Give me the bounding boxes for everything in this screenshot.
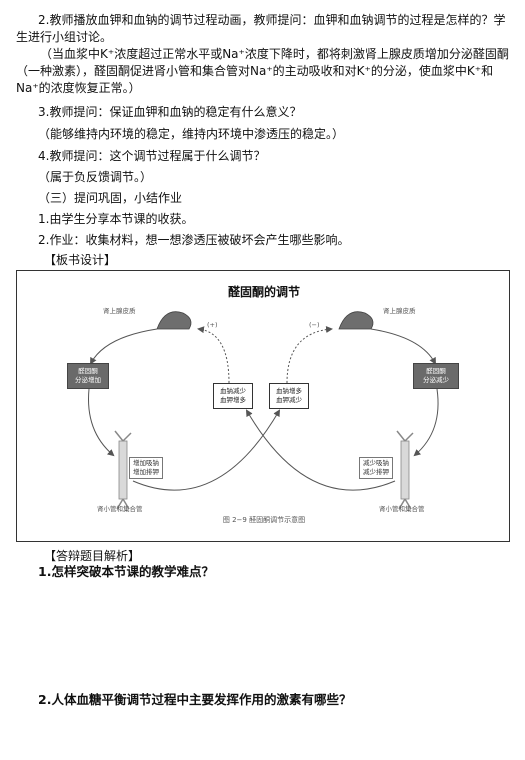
left-gland-label: 肾上腺皮质 xyxy=(103,307,136,315)
center-left-box: 血钠减少血钾增多 xyxy=(213,383,253,409)
right-absorb-label: 减少吸钠减少排钾 xyxy=(359,457,393,479)
paragraph-question-3: 3.教师提问：保证血钾和血钠的稳定有什么意义？ xyxy=(38,105,302,119)
paragraph-answer-3: （能够维持内环境的稳定，维持内环境中渗透压的稳定。） xyxy=(38,127,345,141)
left-aldosterone-box: 醛固酮分泌增加 xyxy=(67,363,109,389)
diagram-arrows xyxy=(88,311,439,510)
right-kidney-label: 肾小管和集合管 xyxy=(379,505,425,513)
left-kidney-shape xyxy=(114,430,132,510)
section-summary-heading: （三）提问巩固，小结作业 xyxy=(38,191,183,205)
paragraph-answer-4: （属于负反馈调节。） xyxy=(38,170,153,184)
left-gland-shape xyxy=(156,311,192,330)
paragraph-share: 1.由学生分享本节课的收获。 xyxy=(38,212,194,226)
paragraph-question-4: 4.教师提问：这个调节过程属于什么调节？ xyxy=(38,149,266,163)
aldosterone-diagram: 醛固酮的调节 肾上腺皮质 肾上腺皮质 (+) (−) 醛固酮分泌增加 醛固酮分泌… xyxy=(16,270,510,542)
right-aldosterone-box: 醛固酮分泌减少 xyxy=(413,363,459,389)
center-right-box: 血钠增多血钾减少 xyxy=(269,383,309,409)
paragraph-animation-question: 2.教师播放血钾和血钠的调节过程动画，教师提问：血钾和血钠调节的过程是怎样的？学… xyxy=(16,13,506,44)
right-gland-label: 肾上腺皮质 xyxy=(383,307,416,315)
diagram-caption: 图 2−9 醛固酮调节示意图 xyxy=(222,516,306,524)
paragraph-homework: 2.作业：收集材料，想一想渗透压被破坏会产生哪些影响。 xyxy=(38,233,350,247)
left-absorb-label: 增加吸钠增加排钾 xyxy=(129,457,163,479)
question-2: 2.人体血糖平衡调节过程中主要发挥作用的激素有哪些？ xyxy=(38,692,352,707)
answers-heading: 【答辩题目解析】 xyxy=(44,549,141,563)
diagram-title: 醛固酮的调节 xyxy=(227,285,300,299)
left-kidney-label: 肾小管和集合管 xyxy=(97,505,143,513)
right-gland-shape xyxy=(338,311,374,330)
right-sign: (−) xyxy=(309,321,320,329)
right-kidney-shape xyxy=(396,430,414,510)
board-design-heading: 【板书设计】 xyxy=(44,253,117,267)
paragraph-answer-mechanism: （当血浆中K⁺浓度超过正常水平或Na⁺浓度下降时，都将刺激肾上腺皮质增加分泌醛固… xyxy=(16,47,509,95)
left-sign: (+) xyxy=(207,321,218,329)
question-1: 1.怎样突破本节课的教学难点？ xyxy=(38,564,214,579)
